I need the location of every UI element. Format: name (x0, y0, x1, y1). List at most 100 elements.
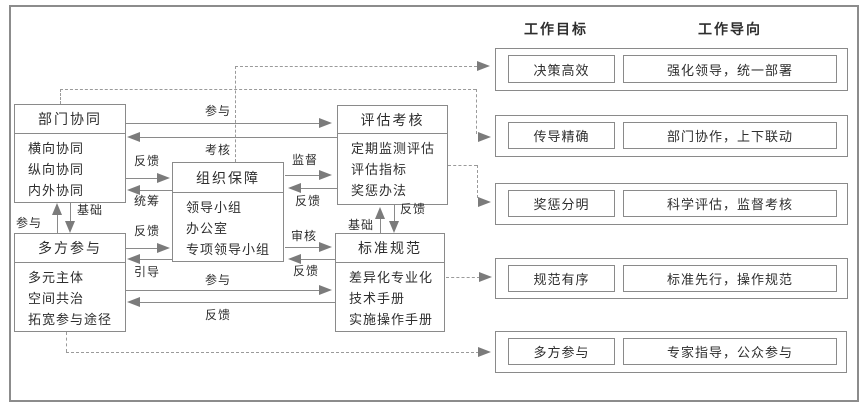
goal-box: 决策高效 (508, 55, 615, 83)
box-eval-items: 定期监测评估 评估指标 奖惩办法 (337, 133, 448, 205)
edge-label: 考核 (205, 143, 232, 157)
orientation-box: 科学评估，监督考核 (623, 190, 837, 217)
list-item: 奖惩办法 (351, 183, 408, 198)
list-item: 拓宽参与途径 (28, 312, 113, 327)
dashed-connector (235, 66, 236, 162)
box-org-items: 领导小组 办公室 专项领导小组 (172, 192, 284, 262)
orientation-box: 部门协作，上下联动 (623, 122, 837, 149)
connector-line (126, 123, 321, 124)
list-item: 实施操作手册 (349, 312, 434, 327)
list-item: 办公室 (186, 221, 229, 236)
connector-line (70, 203, 71, 222)
edge-label: 反馈 (295, 194, 322, 208)
list-item: 领导小组 (186, 200, 243, 215)
connector-line (126, 248, 159, 249)
arrow-left-icon (127, 254, 140, 264)
goal-box: 奖惩分明 (508, 190, 615, 217)
outer-frame (9, 5, 859, 402)
goal-box: 规范有序 (508, 265, 615, 292)
connector-line (126, 290, 321, 291)
edge-label: 基础 (77, 203, 104, 217)
list-item: 多元主体 (28, 270, 85, 285)
connector-line (285, 175, 321, 176)
edge-label: 监督 (292, 153, 319, 167)
arrow-left-icon (288, 183, 301, 193)
list-item: 评估指标 (351, 162, 408, 177)
edge-label: 审核 (291, 229, 318, 243)
edge-label: 参与 (205, 273, 232, 287)
connector-line (300, 259, 335, 260)
connector-line (140, 302, 335, 303)
box-multi-items: 多元主体 空间共治 拓宽参与途径 (14, 262, 126, 332)
arrow-right-icon (479, 272, 492, 282)
box-std-header: 标准规范 (335, 233, 445, 263)
edge-label: 反馈 (205, 308, 232, 322)
arrow-right-icon (319, 285, 332, 295)
connector-line (126, 178, 159, 179)
box-dept-items: 横向协同 纵向协同 内外协同 (14, 133, 126, 203)
arrow-left-icon (127, 297, 140, 307)
arrow-left-icon (288, 254, 301, 264)
box-std-items: 差异化专业化 技术手册 实施操作手册 (335, 262, 445, 332)
list-item: 差异化专业化 (349, 270, 434, 285)
goal-box: 传导精确 (508, 122, 615, 149)
goal-box: 多方参与 (508, 338, 615, 365)
box-multi-header: 多方参与 (14, 233, 126, 263)
dashed-connector (66, 352, 479, 353)
arrow-right-icon (319, 242, 332, 252)
list-item: 技术手册 (349, 291, 406, 306)
orientation-box: 专家指导，公众参与 (623, 338, 837, 365)
arrow-right-icon (478, 347, 491, 357)
dashed-connector (446, 277, 480, 278)
connector-line (300, 188, 337, 189)
dashed-connector (477, 165, 478, 198)
edge-label: 反馈 (134, 224, 161, 238)
list-item: 横向协同 (28, 141, 85, 156)
connector-line (394, 205, 395, 222)
arrow-right-icon (477, 61, 490, 71)
arrow-right-icon (478, 132, 491, 142)
arrow-down-icon (65, 221, 75, 233)
arrow-right-icon (478, 197, 491, 207)
dashed-connector (448, 165, 477, 166)
connector-line (57, 214, 58, 233)
orientation-box: 标准先行，操作规范 (623, 265, 837, 292)
edge-label: 基础 (348, 218, 375, 232)
edge-label: 统筹 (134, 194, 161, 208)
column-header-goals: 工作目标 (524, 23, 588, 38)
arrow-right-icon (319, 118, 332, 128)
connector-line (285, 247, 321, 248)
edge-label: 反馈 (400, 202, 427, 216)
arrow-up-icon (375, 207, 385, 219)
connector-line (140, 137, 337, 138)
box-dept-header: 部门协同 (14, 104, 126, 134)
arrow-right-icon (319, 170, 332, 180)
arrow-right-icon (157, 173, 170, 183)
orientation-box: 强化领导，统一部署 (623, 55, 837, 83)
arrow-left-icon (127, 185, 140, 195)
connector-line (140, 190, 172, 191)
list-item: 定期监测评估 (351, 141, 436, 156)
arrow-down-icon (389, 221, 399, 233)
box-eval-header: 评估考核 (337, 105, 448, 134)
edge-label: 反馈 (134, 154, 161, 168)
list-item: 内外协同 (28, 183, 85, 198)
list-item: 专项领导小组 (186, 242, 271, 257)
edge-label: 反馈 (293, 264, 320, 278)
list-item: 空间共治 (28, 291, 85, 306)
column-header-orientation: 工作导向 (698, 23, 762, 38)
arrow-up-icon (52, 203, 62, 215)
connector-line (380, 218, 381, 233)
edge-label: 参与 (16, 216, 43, 230)
dashed-connector (476, 89, 477, 134)
edge-label: 引导 (134, 265, 161, 279)
list-item: 纵向协同 (28, 162, 85, 177)
dashed-connector (66, 332, 67, 352)
arrow-left-icon (127, 132, 140, 142)
box-org-header: 组织保障 (172, 162, 284, 193)
dashed-connector (60, 89, 476, 90)
dashed-connector (235, 66, 477, 67)
edge-label: 参与 (205, 104, 232, 118)
dashed-connector (60, 89, 61, 104)
